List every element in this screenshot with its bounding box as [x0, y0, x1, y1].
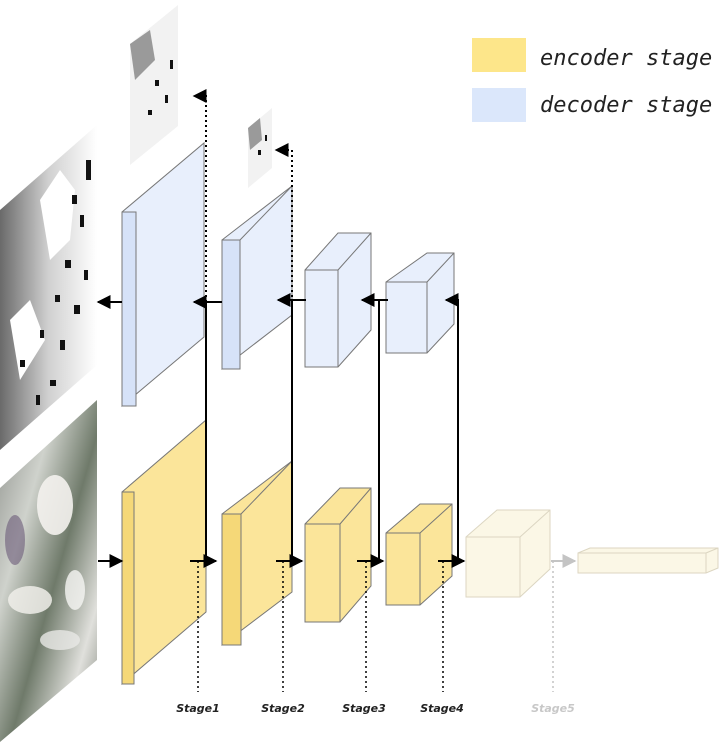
bottleneck-block	[577, 547, 719, 574]
legend-decoder-swatch	[472, 88, 526, 122]
output-mask-image	[0, 125, 97, 450]
stage-dotted-lines	[197, 561, 444, 692]
input-satellite-image	[0, 400, 97, 742]
stage-label-3: Stage3	[342, 702, 386, 715]
decoder-output-mask-1	[130, 5, 178, 165]
decoder-block-3	[304, 232, 372, 368]
stage-label-5: Stage5	[531, 702, 575, 715]
legend-encoder-label: encoder stage	[540, 46, 712, 71]
encoder-block-1	[121, 418, 207, 686]
mask-dotted-connectors	[192, 89, 293, 302]
decoder-block-1	[121, 141, 205, 408]
encoder-block-2	[221, 459, 293, 647]
decoder-block-2	[221, 184, 293, 371]
stage-label-4: Stage4	[420, 702, 464, 715]
stage-label-1: Stage1	[176, 702, 220, 715]
encoder-block-4	[385, 503, 453, 606]
encoder-block-3	[304, 487, 372, 623]
skip-connections	[205, 293, 459, 561]
decoder-block-4	[385, 252, 455, 354]
decoder-output-mask-2	[248, 108, 272, 188]
stage-label-2: Stage2	[261, 702, 305, 715]
encoder-block-5	[465, 509, 551, 598]
legend-decoder-label: decoder stage	[540, 93, 712, 118]
legend-encoder-swatch	[472, 38, 526, 72]
legend: encoder stage decoder stage	[472, 38, 712, 122]
